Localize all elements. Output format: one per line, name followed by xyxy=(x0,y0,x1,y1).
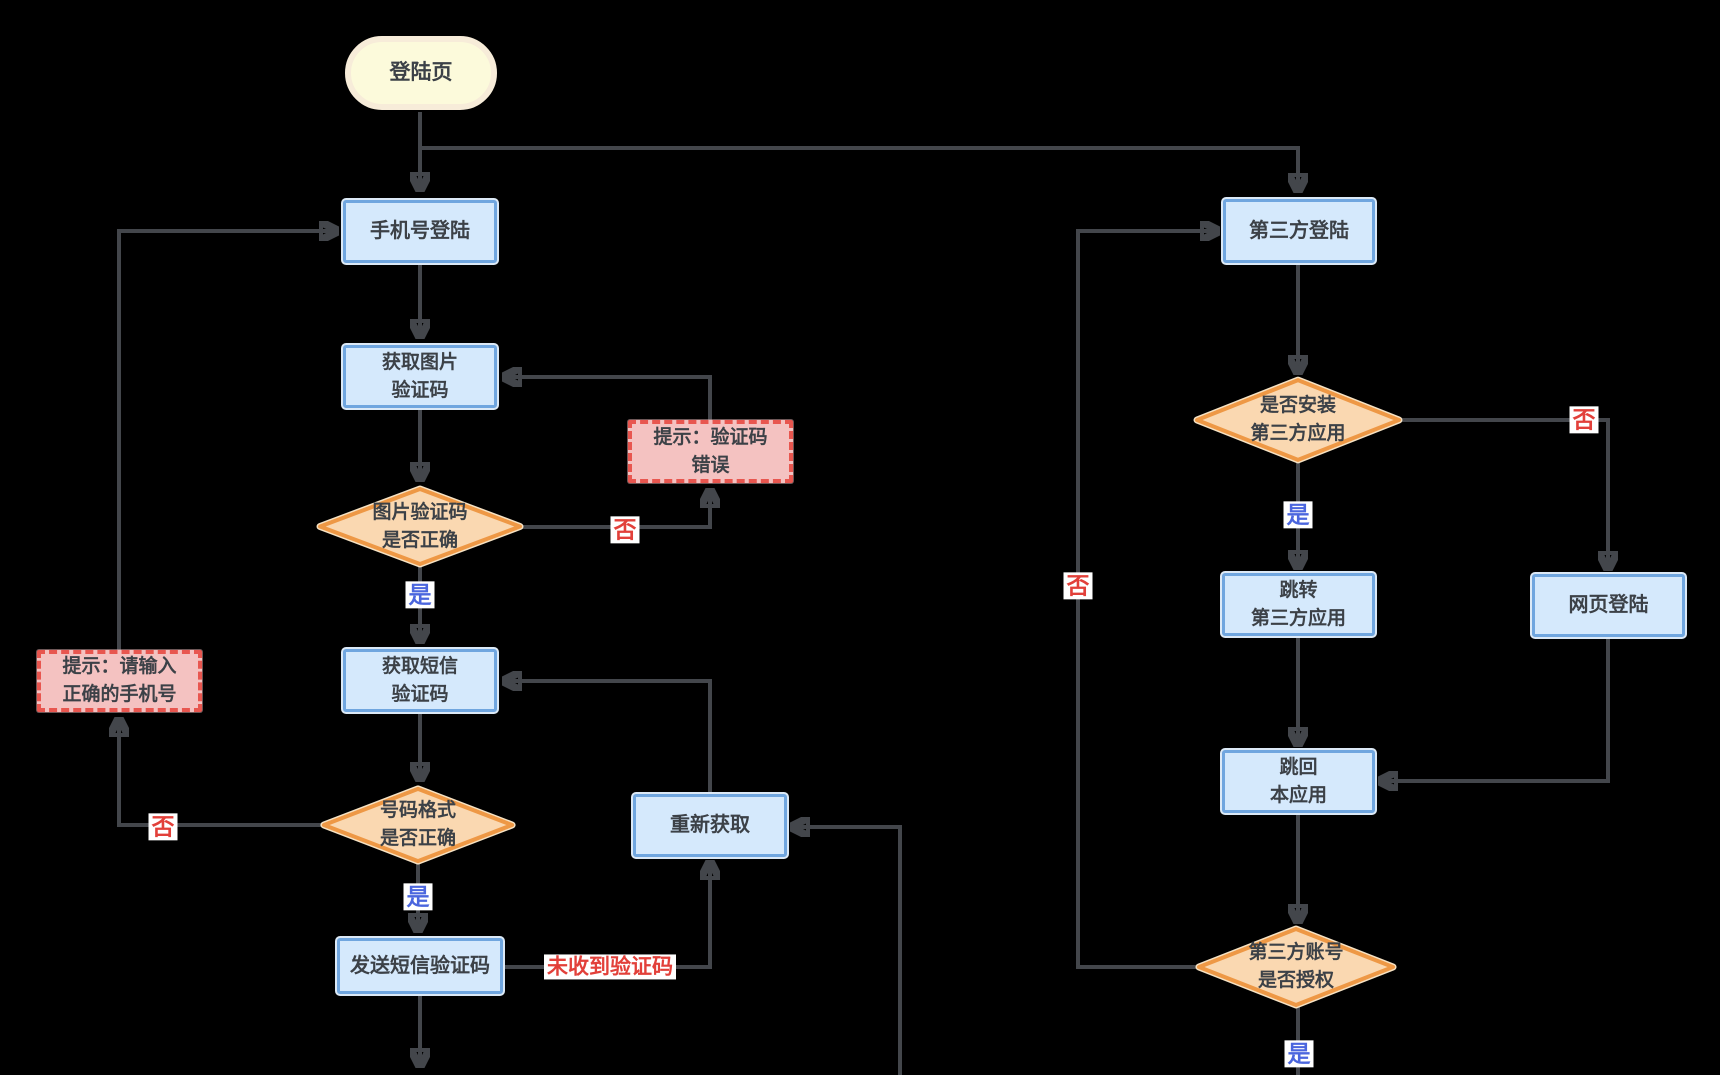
node-jump-back: 跳回 本应用 xyxy=(1222,750,1375,813)
node-third-party-installed-label: 是否安装 第三方应用 xyxy=(1250,395,1346,444)
node-phone-format-correct-label: 号码格式 是否正确 xyxy=(379,800,456,849)
edge-label-yes-installed: 是 xyxy=(1283,501,1313,529)
node-third-party-authorized-label: 第三方账号 是否授权 xyxy=(1248,942,1344,991)
node-jump-back-label: 跳回 本应用 xyxy=(1269,756,1327,806)
node-third-party-authorized: 第三方账号 是否授权 xyxy=(1197,927,1395,1007)
node-image-captcha-correct-label: 图片验证码 是否正确 xyxy=(372,501,468,551)
node-tip-phone-number: 提示：请输入 正确的手机号 xyxy=(37,650,202,712)
node-phone-format-correct: 号码格式 是否正确 xyxy=(322,787,514,863)
node-web-login: 网页登陆 xyxy=(1532,574,1685,637)
node-get-image-captcha: 获取图片 验证码 xyxy=(343,345,497,408)
node-third-party-login-label: 第三方登陆 xyxy=(1249,219,1349,242)
node-phone-login: 手机号登陆 xyxy=(343,200,497,263)
node-login-page-label: 登陆页 xyxy=(389,60,453,84)
diamond-shape xyxy=(1195,378,1401,462)
node-get-sms-captcha: 获取短信 验证码 xyxy=(343,649,497,712)
node-third-party-login: 第三方登陆 xyxy=(1223,199,1375,263)
node-web-login-label: 网页登陆 xyxy=(1568,594,1649,616)
node-image-captcha-correct: 图片验证码 是否正确 xyxy=(318,487,522,566)
node-login-page: 登陆页 xyxy=(345,36,497,110)
diamond-shape xyxy=(1197,927,1395,1007)
edge-label-yes-image-captcha: 是 xyxy=(405,581,435,609)
edge-label-no-phone-format: 否 xyxy=(148,813,178,841)
edge-label-no-image-captcha: 否 xyxy=(610,516,640,544)
node-jump-third-party: 跳转 第三方应用 xyxy=(1222,573,1375,636)
node-send-sms-captcha-label: 发送短信验证码 xyxy=(350,954,490,977)
node-tip-captcha-error: 提示：验证码 错误 xyxy=(628,420,793,483)
node-send-sms-captcha: 发送短信验证码 xyxy=(337,938,503,994)
edge-label-sms-not-received: 未收到验证码 xyxy=(544,954,676,980)
node-retry: 重新获取 xyxy=(633,794,787,857)
node-jump-third-party-label: 跳转 第三方应用 xyxy=(1250,579,1346,629)
diamond-shape xyxy=(322,787,514,863)
node-retry-label: 重新获取 xyxy=(670,814,750,836)
edge-label-no-installed: 否 xyxy=(1569,406,1599,434)
edge-label-yes-authorized: 是 xyxy=(1284,1040,1314,1068)
edge-label-yes-phone-format: 是 xyxy=(403,883,433,911)
node-get-sms-captcha-label: 获取短信 验证码 xyxy=(381,655,458,705)
node-third-party-installed: 是否安装 第三方应用 xyxy=(1195,378,1401,462)
node-tip-captcha-error-label: 提示：验证码 错误 xyxy=(653,426,768,476)
node-tip-phone-number-label: 提示：请输入 正确的手机号 xyxy=(62,656,177,705)
edge-label-no-authorized: 否 xyxy=(1063,572,1093,600)
diamond-shape xyxy=(318,487,522,566)
node-phone-login-label: 手机号登陆 xyxy=(370,220,470,242)
node-get-image-captcha-label: 获取图片 验证码 xyxy=(381,351,458,401)
